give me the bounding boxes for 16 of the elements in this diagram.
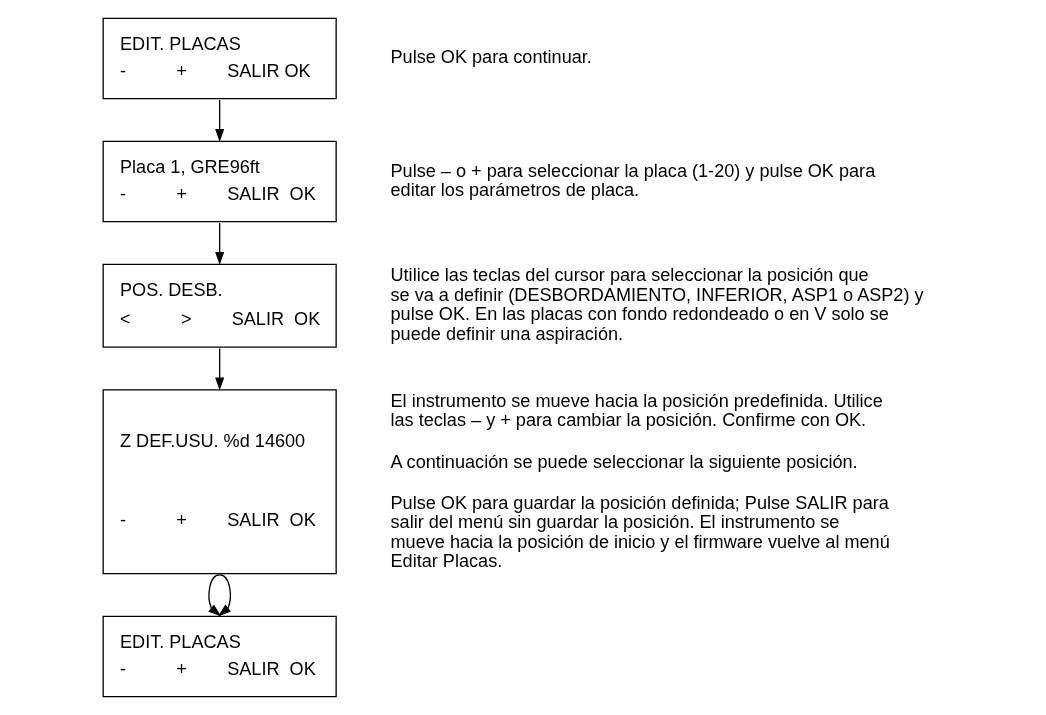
node-label: Pulse – o + para seleccionar la placa (1-20) y pulse OK para editar los parámetros de placa. (390, 160, 875, 200)
node-label: Pulse OK para guardar la posición definida; Pulse SALIR para salir del menú sin guardar la posición. El instrumento se mueve hacia la posición de inicio y el firmware vuelve al menú Editar Placas. (390, 492, 890, 571)
node-label: El instrumento se mueve hacia la posición predefinida. Utilice las teclas – y + para cambiar la posición. Confirme con OK. (390, 390, 883, 431)
arrow (214, 222, 224, 265)
node-label: A continuación se puede seleccionar la siguiente posición. (390, 451, 858, 472)
arrow (207, 574, 221, 617)
node-box: Z DEF.USU. %d 14600 - + SALIR OK (102, 389, 337, 575)
node-box: EDIT. PLACAS - + SALIR OK (102, 615, 337, 698)
node-box: Placa 1, GRE96ft - + SALIR OK (102, 140, 337, 223)
node-label: Pulse OK para continuar. (390, 47, 592, 68)
node-label: Utilice las teclas del cursor para seleccionar la posición que se va a definir (DESBORDAMIENTO, INFERIOR, ASP1 o ASP2) y pulse OK. En las placas con fondo redondeado o en V solo se puede definir una aspiración. (390, 265, 924, 344)
arrow (214, 99, 224, 142)
arrow (217, 574, 231, 617)
node-box: POS. DESB. < > SALIR OK (102, 263, 337, 348)
node-box: EDIT. PLACAS - + SALIR OK (102, 17, 337, 100)
arrow (214, 347, 224, 391)
